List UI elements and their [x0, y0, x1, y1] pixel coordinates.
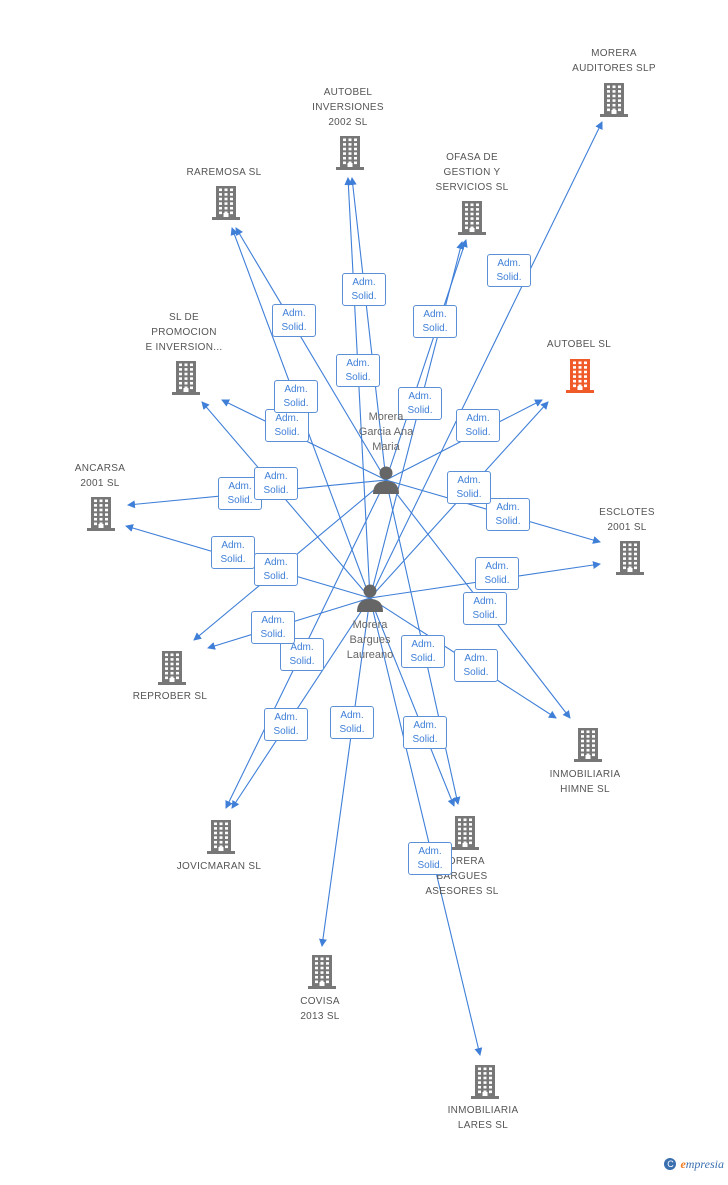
- company-autobel-label[interactable]: AUTOBEL SL: [546, 339, 612, 350]
- company-esclotes-building-icon[interactable]: [615, 541, 645, 580]
- company-morera-ases-label[interactable]: MORERA BARGUES ASESORES SL: [425, 856, 499, 897]
- company-ancarsa-building-icon[interactable]: [86, 497, 116, 536]
- company-himne-building-icon[interactable]: [573, 728, 603, 767]
- role-badge-lau-raremosa: Adm. Solid.: [274, 380, 318, 413]
- role-badge-lau-sl-promo: Adm. Solid.: [254, 467, 298, 500]
- person-lau-icon[interactable]: [355, 583, 385, 618]
- company-jovicmaran-label[interactable]: JOVICMARAN SL: [176, 861, 262, 872]
- role-badge-lau-morera-ases: Adm. Solid.: [403, 716, 447, 749]
- role-badge-lau-esclotes: Adm. Solid.: [475, 557, 519, 590]
- company-morera-ases-building-icon[interactable]: [450, 816, 480, 855]
- edge-lau-ofasa: [369, 241, 465, 599]
- person-lau-label[interactable]: Morera Bargues Laureano: [346, 619, 394, 661]
- role-badge-ana-morera-ases: Adm. Solid.: [401, 635, 445, 668]
- role-badge-lau-reprober: Adm. Solid.: [251, 611, 295, 644]
- role-badge-ana-autobel-inv: Adm. Solid.: [342, 273, 386, 306]
- company-raremosa-building-icon[interactable]: [211, 186, 241, 225]
- company-lares-building-icon[interactable]: [470, 1065, 500, 1104]
- company-morera-aud-label[interactable]: MORERA AUDITORES SLP: [572, 48, 656, 74]
- company-jovicmaran-building-icon[interactable]: [206, 820, 236, 859]
- edge-ana-raremosa: [235, 227, 387, 481]
- company-raremosa-label[interactable]: RAREMOSA SL: [186, 167, 262, 178]
- person-ana-icon[interactable]: [371, 465, 401, 500]
- role-badge-ana-ofasa: Adm. Solid.: [413, 305, 457, 338]
- company-lares-label[interactable]: INMOBILIARIA LARES SL: [447, 1105, 519, 1131]
- company-himne-label[interactable]: INMOBILIARIA HIMNE SL: [549, 769, 621, 795]
- role-badge-lau-lares: Adm. Solid.: [408, 842, 452, 875]
- company-sl-promo-building-icon[interactable]: [171, 361, 201, 400]
- edge-lau-jovicmaran: [231, 597, 371, 809]
- role-badge-lau-ancarsa: Adm. Solid.: [211, 536, 255, 569]
- edge-lau-morera_ases: [369, 597, 456, 807]
- edge-lau-covisa: [318, 597, 371, 947]
- company-reprober-label[interactable]: REPROBER SL: [132, 691, 208, 702]
- edge-lau-morera_aud: [369, 121, 603, 599]
- role-badge-lau-autobel-inv: Adm. Solid.: [336, 354, 380, 387]
- role-badge-lau-covisa: Adm. Solid.: [330, 706, 374, 739]
- company-ofasa-label[interactable]: OFASA DE GESTION Y SERVICIOS SL: [435, 152, 509, 193]
- person-ana-label[interactable]: Morera Garcia Ana Maria: [358, 411, 414, 453]
- company-autobel-inv-label[interactable]: AUTOBEL INVERSIONES 2002 SL: [312, 87, 384, 128]
- role-badge-lau-jovicmaran: Adm. Solid.: [264, 708, 308, 741]
- edge-lau-sl_promo: [201, 401, 371, 599]
- company-reprober-building-icon[interactable]: [157, 651, 187, 690]
- role-badge-lau-himne: Adm. Solid.: [454, 649, 498, 682]
- role-badge-lau-autobel: Adm. Solid.: [447, 471, 491, 504]
- role-badge-ana-sl-promo: Adm. Solid.: [265, 409, 309, 442]
- edge-lau-autobel_inv: [344, 177, 371, 599]
- company-morera-aud-building-icon[interactable]: [599, 83, 629, 122]
- company-covisa-building-icon[interactable]: [307, 955, 337, 994]
- role-badge-lau-morera-aud: Adm. Solid.: [487, 254, 531, 287]
- role-badge-ana-raremosa: Adm. Solid.: [272, 304, 316, 337]
- edge-ana-autobel_inv: [348, 177, 387, 481]
- company-esclotes-label[interactable]: ESCLOTES 2001 SL: [599, 507, 655, 533]
- edge-lau-lares: [369, 597, 483, 1056]
- role-badge-ana-autobel: Adm. Solid.: [456, 409, 500, 442]
- role-badge-lau-ofasa: Adm. Solid.: [398, 387, 442, 420]
- role-badge-ana-reprober: Adm. Solid.: [254, 553, 298, 586]
- company-ancarsa-label[interactable]: ANCARSA 2001 SL: [74, 463, 126, 489]
- role-badge-ana-himne: Adm. Solid.: [463, 592, 507, 625]
- role-badge-ana-esclotes: Adm. Solid.: [486, 498, 530, 531]
- company-sl-promo-label[interactable]: SL DE PROMOCION E INVERSION...: [145, 312, 223, 353]
- company-covisa-label[interactable]: COVISA 2013 SL: [300, 996, 340, 1022]
- company-autobel-building-icon[interactable]: [565, 359, 595, 398]
- company-autobel-inv-building-icon[interactable]: [335, 136, 365, 175]
- company-ofasa-building-icon[interactable]: [457, 201, 487, 240]
